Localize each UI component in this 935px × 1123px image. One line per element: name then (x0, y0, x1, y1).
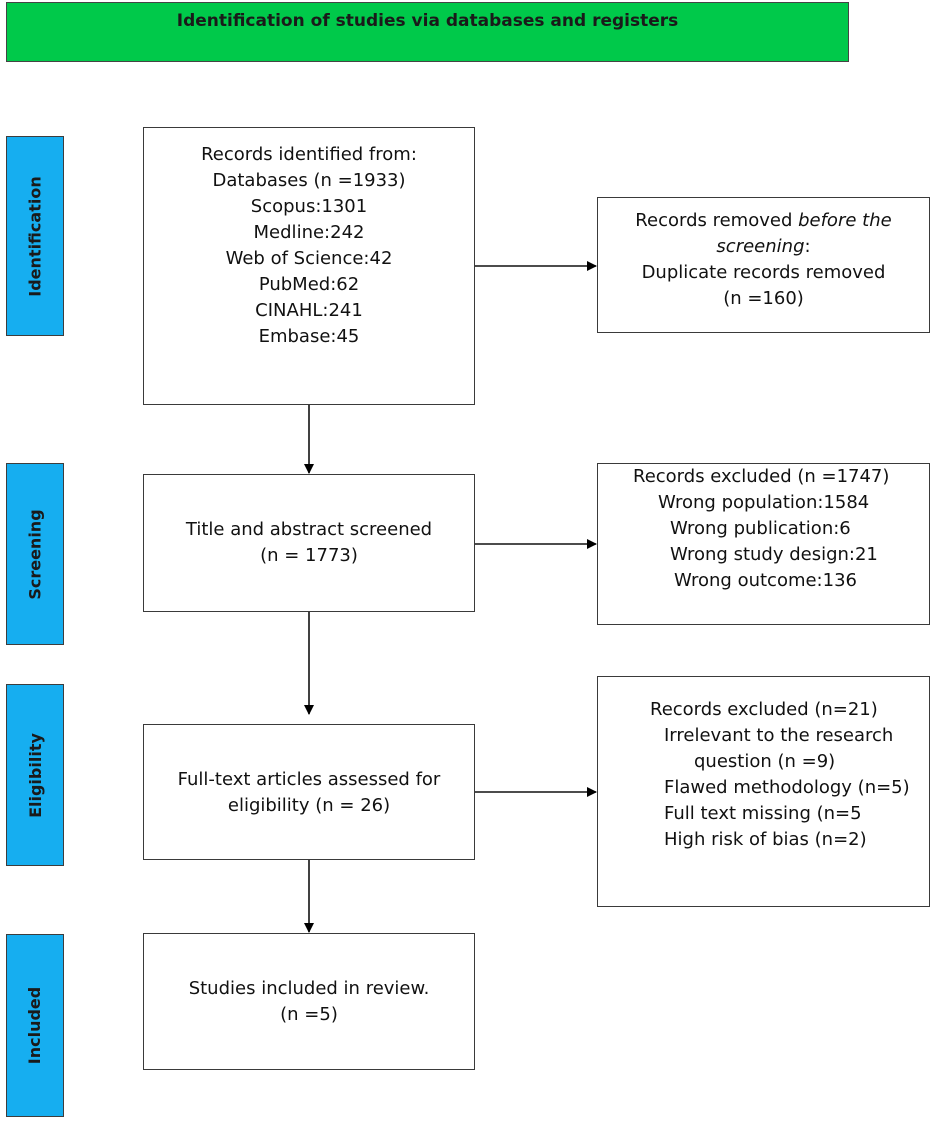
irrelevant-label: Irrelevant to the research (664, 725, 894, 746)
eligibility-excluded-box: Records excluded (n=21) Irrelevant to th… (597, 676, 930, 907)
scopus-count: Scopus:1301 (250, 196, 368, 217)
full-text-missing-count: Full text missing (n=5 (664, 803, 862, 824)
duplicate-records-label: Duplicate records removed (641, 262, 886, 283)
screening-colon: : (804, 236, 811, 257)
cinahl-count: CINAHL:241 (255, 300, 363, 321)
stage-tab-identification: Identification (6, 136, 64, 336)
records-removed-line-1: Records removed before the (598, 208, 929, 234)
pubmed-count: PubMed:62 (258, 274, 360, 295)
stage-tab-included: Included (6, 934, 64, 1117)
full-text-assessed-count: eligibility (n = 26) (227, 795, 391, 816)
records-identified-box: Records identified from: Databases (n =1… (143, 127, 475, 405)
screening-excluded-heading: Records excluded (n =1747) (633, 466, 890, 487)
records-removed-line-2: screening: (598, 234, 929, 260)
screening-italic-text: screening (716, 236, 805, 257)
studies-included-label: Studies included in review. (188, 978, 430, 999)
wrong-population-count: Wrong population:1584 (658, 492, 870, 513)
header-banner: Identification of studies via databases … (6, 2, 849, 62)
wrong-outcome-count: Wrong outcome:136 (674, 570, 857, 591)
screened-count: (n = 1773) (260, 545, 358, 566)
databases-count: Databases (n =1933) (212, 170, 406, 191)
records-removed-box: Records removed before the screening: Du… (597, 197, 930, 333)
records-identified-heading: Records identified from: (201, 144, 417, 165)
eligibility-excluded-heading: Records excluded (n=21) (650, 699, 878, 720)
screened-label: Title and abstract screened (185, 519, 433, 540)
full-text-assessed-label: Full-text articles assessed for (177, 769, 441, 790)
records-removed-italic-text: before the (798, 210, 892, 231)
header-title: Identification of studies via databases … (176, 11, 679, 31)
irrelevant-count: question (n =9) (694, 751, 836, 772)
high-risk-of-bias-count: High risk of bias (n=2) (664, 829, 867, 850)
stage-tab-eligibility: Eligibility (6, 684, 64, 866)
studies-included-count: (n =5) (280, 1004, 338, 1025)
medline-count: Medline:242 (253, 222, 365, 243)
wrong-study-design-count: Wrong study design:21 (670, 544, 878, 565)
wrong-publication-count: Wrong publication:6 (670, 518, 851, 539)
web-of-science-count: Web of Science:42 (225, 248, 393, 269)
title-abstract-screened-box: Title and abstract screened (n = 1773) (143, 474, 475, 612)
embase-count: Embase:45 (258, 326, 360, 347)
stage-tab-screening: Screening (6, 463, 64, 645)
flawed-methodology-count: Flawed methodology (n=5) (664, 777, 910, 798)
screening-excluded-box: Records excluded (n =1747) Wrong populat… (597, 463, 930, 625)
studies-included-box: Studies included in review. (n =5) (143, 933, 475, 1070)
records-removed-text: Records removed (635, 210, 799, 231)
full-text-assessed-box: Full-text articles assessed for eligibil… (143, 724, 475, 860)
duplicate-records-count: (n =160) (723, 288, 804, 309)
